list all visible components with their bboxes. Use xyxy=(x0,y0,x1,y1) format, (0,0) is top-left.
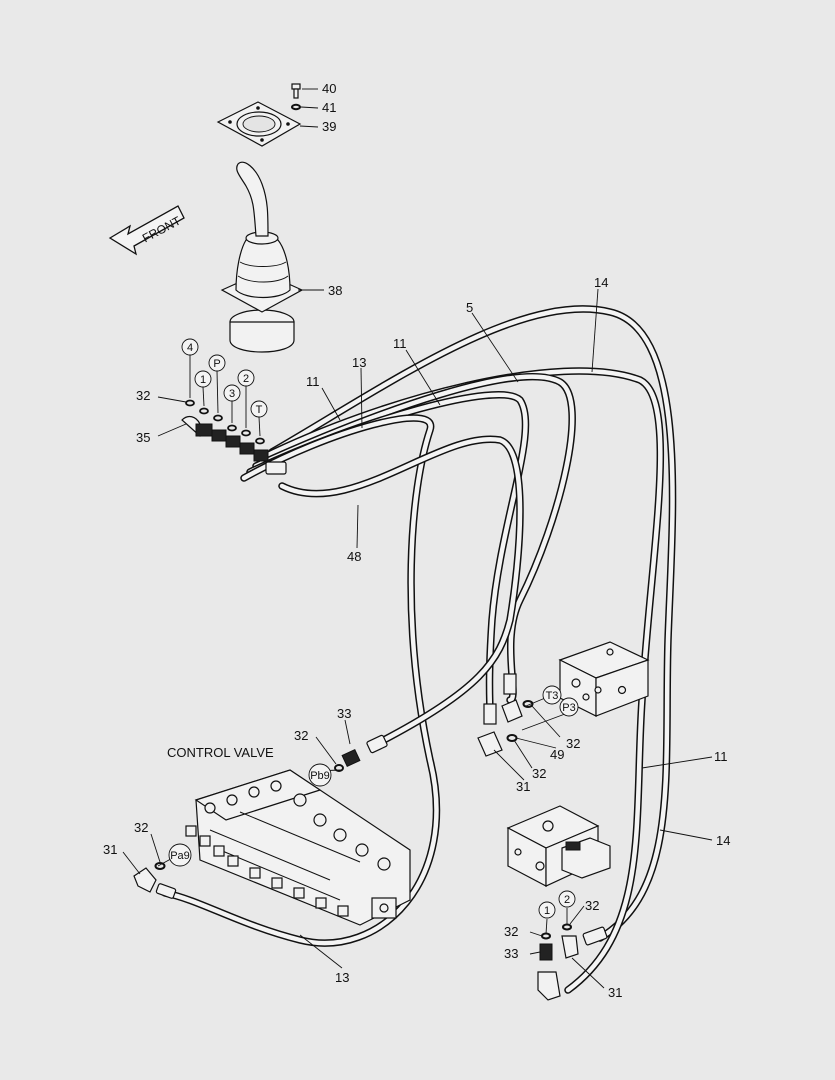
callout-33-lower: 33 xyxy=(504,946,518,961)
lower-block-fittings xyxy=(537,923,608,1001)
joystick-fittings xyxy=(181,399,287,475)
svg-text:T3: T3 xyxy=(546,690,559,702)
callout-41: 41 xyxy=(322,100,336,115)
callout-49: 49 xyxy=(550,747,564,762)
port-p: P xyxy=(208,354,226,372)
port-valve-1: 1 xyxy=(538,901,556,919)
callout-32-upper-mid: 32 xyxy=(532,766,546,781)
callout-31-lower: 31 xyxy=(608,985,622,1000)
svg-text:2: 2 xyxy=(564,894,570,906)
svg-text:P3: P3 xyxy=(562,702,575,714)
callout-13-top: 13 xyxy=(352,355,366,370)
callout-33-valve: 33 xyxy=(337,706,351,721)
port-t3: T3 xyxy=(542,685,562,705)
callout-11-right: 11 xyxy=(714,749,728,764)
bolt xyxy=(291,83,301,99)
callout-11-top: 11 xyxy=(393,336,407,351)
port-p3: P3 xyxy=(559,697,579,717)
callouts: 40 41 39 38 14 5 11 13 11 32 35 48 33 32… xyxy=(103,81,730,1000)
hose-13 xyxy=(161,414,441,947)
svg-text:2: 2 xyxy=(243,373,249,385)
front-arrow: FRONT xyxy=(108,205,185,256)
svg-text:Pb9: Pb9 xyxy=(310,770,330,782)
callout-14-top: 14 xyxy=(594,275,608,290)
port-labels: 4 1 P 3 2 T Pb9 Pa9 xyxy=(168,338,579,919)
callout-40: 40 xyxy=(322,81,336,96)
callout-38: 38 xyxy=(328,283,342,298)
hose-48 xyxy=(278,435,524,746)
svg-text:Pa9: Pa9 xyxy=(170,850,190,862)
svg-text:3: 3 xyxy=(229,388,235,400)
control-valve-label: CONTROL VALVE xyxy=(167,745,274,760)
upper-block-fittings xyxy=(477,673,534,757)
svg-text:P: P xyxy=(213,358,220,370)
control-valve xyxy=(185,769,411,926)
callout-32-pa9: 32 xyxy=(134,820,148,835)
callout-35: 35 xyxy=(136,430,150,445)
callout-32-joystick: 32 xyxy=(136,388,150,403)
callout-31-upper: 31 xyxy=(516,779,530,794)
callout-48: 48 xyxy=(347,549,361,564)
svg-text:T: T xyxy=(256,404,263,416)
valve-block-lower xyxy=(506,805,611,887)
joystick xyxy=(220,161,304,353)
hoses xyxy=(161,305,677,994)
callout-32-lower-right: 32 xyxy=(585,898,599,913)
callout-13-bottom: 13 xyxy=(335,970,349,985)
callout-11-left: 11 xyxy=(306,374,320,389)
port-t: T xyxy=(250,400,268,418)
mount-plate xyxy=(216,101,302,147)
callout-32-pb9: 32 xyxy=(294,728,308,743)
svg-text:1: 1 xyxy=(544,905,550,917)
port-pb9: Pb9 xyxy=(308,763,332,787)
port-valve-2: 2 xyxy=(558,890,576,908)
port-3: 3 xyxy=(223,384,241,402)
washer xyxy=(291,103,301,111)
hose-14 xyxy=(268,305,677,942)
svg-text:4: 4 xyxy=(187,342,193,354)
callout-32-upper-right: 32 xyxy=(566,736,580,751)
port-4: 4 xyxy=(181,338,199,356)
port-pa9: Pa9 xyxy=(168,843,192,867)
callout-5: 5 xyxy=(466,300,473,315)
callout-39: 39 xyxy=(322,119,336,134)
port-1: 1 xyxy=(194,370,212,388)
callout-32-lower-left: 32 xyxy=(504,924,518,939)
callout-31-pa9: 31 xyxy=(103,842,117,857)
svg-text:1: 1 xyxy=(200,374,206,386)
valve-block-upper xyxy=(558,641,650,717)
port-2: 2 xyxy=(237,369,255,387)
callout-14-right: 14 xyxy=(716,833,730,848)
hose-5 xyxy=(252,372,576,704)
